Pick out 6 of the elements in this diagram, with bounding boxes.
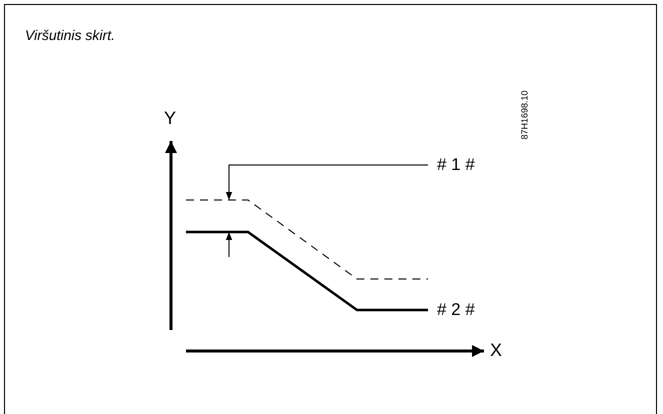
title: Viršutinis skirt.	[25, 27, 115, 43]
curve-label: # 1 #	[437, 155, 475, 175]
axis-label: Y	[164, 108, 176, 129]
axis-label: X	[490, 340, 502, 361]
curve-label: # 2 #	[437, 300, 475, 320]
drawing-number: 87H1698.10	[520, 90, 530, 140]
